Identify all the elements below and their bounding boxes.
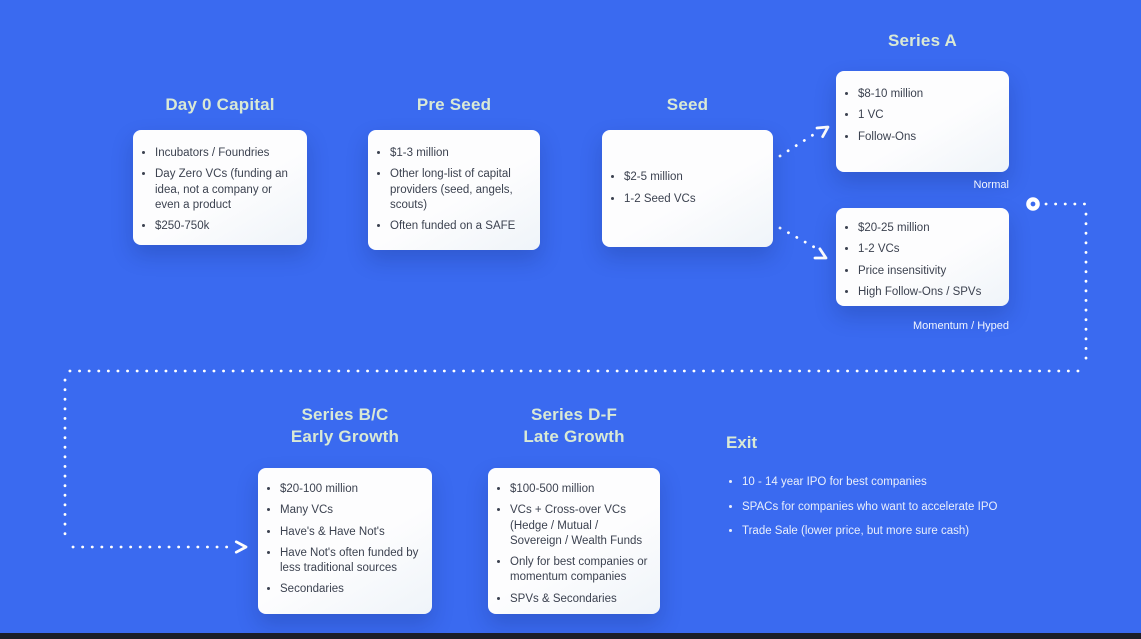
card-series-a-normal: $8-10 million 1 VC Follow-Ons bbox=[836, 71, 1009, 172]
arrowhead-normal bbox=[815, 125, 830, 139]
bullet-item: Have's & Have Not's bbox=[280, 525, 422, 540]
bullet-item: SPVs & Secondaries bbox=[510, 592, 650, 607]
bullet-item: Have Not's often funded by less traditio… bbox=[280, 546, 422, 577]
card-day0: Incubators / FoundriesDay Zero VCs (fund… bbox=[133, 130, 307, 245]
series-a-momentum-bullet-list: $20-25 million 1-2 VCsPrice insensitivity… bbox=[836, 208, 1009, 314]
series-df-bullet-list: $100-500 millionVCs + Cross-over VCs (He… bbox=[488, 468, 660, 621]
bullet-item: Price insensitivity bbox=[858, 264, 999, 279]
bullet-item: Only for best companies or momentum comp… bbox=[510, 555, 650, 586]
bullet-item: 1-2 VCs bbox=[858, 242, 999, 257]
bullet-item: 1 VC bbox=[858, 108, 999, 123]
bullet-item: $20-25 million bbox=[858, 221, 999, 236]
bullet-item: High Follow-Ons / SPVs bbox=[858, 285, 999, 300]
bullet-item: $20-100 million bbox=[280, 482, 422, 497]
series-df-title-line1: Series D-F bbox=[530, 405, 618, 424]
bullet-item: Incubators / Foundries bbox=[155, 146, 297, 161]
bullet-item: Follow-Ons bbox=[858, 130, 999, 145]
card-preseed: $1-3 millionOther long-list of capital p… bbox=[368, 130, 540, 250]
bullet-item: $1-3 million bbox=[390, 146, 530, 161]
card-series-a-momentum: $20-25 million 1-2 VCsPrice insensitivity… bbox=[836, 208, 1009, 306]
bullet-item: VCs + Cross-over VCs (Hedge / Mutual / S… bbox=[510, 503, 650, 549]
series-df-title-line2: Late Growth bbox=[523, 426, 625, 446]
label-series-a-momentum: Momentum / Hyped bbox=[913, 320, 1009, 332]
day0-bullet-list: Incubators / FoundriesDay Zero VCs (fund… bbox=[133, 130, 307, 248]
bullet-item: Other long-list of capital providers (se… bbox=[390, 167, 530, 213]
exit-bullet-list: 10 - 14 year IPO for best companiesSPACs… bbox=[726, 466, 1000, 549]
stage-title-preseed: Pre Seed bbox=[416, 95, 492, 114]
arrowhead-series-bc bbox=[234, 540, 248, 554]
series-a-normal-bullet-list: $8-10 million 1 VC Follow-Ons bbox=[836, 71, 1009, 159]
bullet-item: 1-2 Seed VCs bbox=[624, 192, 696, 207]
bullet-item: Often funded on a SAFE bbox=[390, 219, 530, 234]
bullet-item: SPACs for companies who want to accelera… bbox=[742, 500, 1000, 516]
series-bc-bullet-list: $20-100 millionMany VCsHave's & Have Not… bbox=[258, 468, 432, 612]
stage-title-series-df: Series D-F Late Growth bbox=[488, 404, 660, 448]
slide-bottom-edge bbox=[0, 633, 1141, 639]
seed-bullet-list: $2-5 million 1-2 Seed VCs bbox=[602, 164, 706, 213]
card-series-df: $100-500 millionVCs + Cross-over VCs (He… bbox=[488, 468, 660, 614]
stage-title-series-a: Series A bbox=[887, 31, 957, 50]
arrowhead-momentum bbox=[813, 247, 828, 260]
stage-title-exit: Exit bbox=[726, 433, 758, 452]
series-a-junction-node bbox=[1026, 197, 1040, 211]
bullet-item: Trade Sale (lower price, but more sure c… bbox=[742, 524, 1000, 540]
bullet-item: $250-750k bbox=[155, 219, 297, 234]
bullet-item: $2-5 million bbox=[624, 170, 696, 185]
bullet-item: Day Zero VCs (funding an idea, not a com… bbox=[155, 167, 297, 213]
arrow-seed-to-normal bbox=[778, 131, 818, 158]
bullet-item: 10 - 14 year IPO for best companies bbox=[742, 475, 1000, 491]
stage-title-seed: Seed bbox=[666, 95, 709, 114]
series-bc-title-line2: Early Growth bbox=[290, 426, 400, 446]
card-seed: $2-5 million 1-2 Seed VCs bbox=[602, 130, 773, 247]
bullet-item: Secondaries bbox=[280, 582, 422, 597]
bullet-item: Many VCs bbox=[280, 503, 422, 518]
card-series-bc: $20-100 millionMany VCsHave's & Have Not… bbox=[258, 468, 432, 614]
arrow-seed-to-momentum bbox=[778, 226, 816, 249]
stage-title-day0: Day 0 Capital bbox=[165, 95, 275, 114]
preseed-bullet-list: $1-3 millionOther long-list of capital p… bbox=[368, 130, 540, 248]
series-bc-title-line1: Series B/C bbox=[301, 405, 389, 424]
bullet-item: $8-10 million bbox=[858, 87, 999, 102]
stage-title-series-bc: Series B/C Early Growth bbox=[258, 404, 432, 448]
bullet-item: $100-500 million bbox=[510, 482, 650, 497]
label-series-a-normal: Normal bbox=[973, 179, 1009, 191]
